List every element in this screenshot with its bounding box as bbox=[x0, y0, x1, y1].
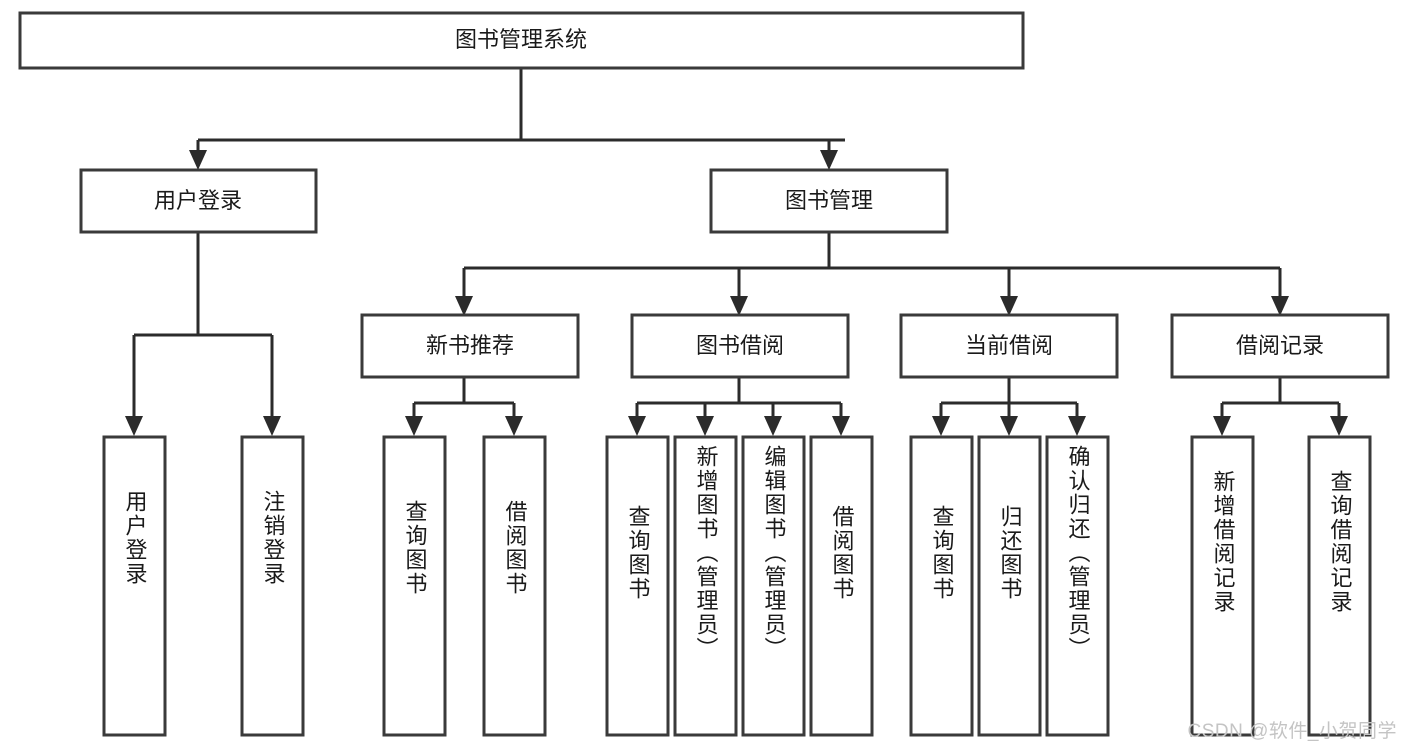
arrow-cb-leaf-2 bbox=[1000, 416, 1018, 436]
arrow-bb-leaf-1 bbox=[628, 416, 646, 436]
arrow-br-leaf-1 bbox=[1213, 416, 1231, 436]
csdn-watermark: CSDN @软件_小贺同学 bbox=[1187, 721, 1397, 742]
node-borrow-record[interactable] bbox=[1170, 313, 1390, 379]
leaf-bb-query-book[interactable] bbox=[605, 435, 670, 737]
leaf-cb-return-book[interactable] bbox=[977, 435, 1042, 737]
leaf-nb-query-book[interactable] bbox=[382, 435, 447, 737]
connector-book-manage-to-level3 bbox=[455, 232, 1289, 316]
leaf-bb-borrow-book[interactable] bbox=[809, 435, 874, 737]
arrow-to-borrow-record bbox=[1271, 296, 1289, 316]
arrow-to-current-borrow bbox=[1000, 296, 1018, 316]
leaf-user-login[interactable] bbox=[102, 435, 167, 737]
leaf-cb-confirm-return[interactable] bbox=[1045, 435, 1110, 737]
leaf-logout[interactable] bbox=[240, 435, 305, 737]
node-new-book-recommend-label: 新书推荐 bbox=[426, 333, 514, 358]
node-root-book-management-system[interactable] bbox=[18, 11, 1025, 70]
arrow-br-leaf-2 bbox=[1330, 416, 1348, 436]
arrow-cb-leaf-1 bbox=[932, 416, 950, 436]
node-book-borrow-label: 图书借阅 bbox=[696, 333, 784, 358]
leaf-bb-edit-book[interactable] bbox=[741, 435, 806, 737]
node-book-management[interactable] bbox=[709, 168, 949, 234]
leaf-br-query-record[interactable] bbox=[1307, 435, 1372, 737]
leaf-cb-query-book[interactable] bbox=[909, 435, 974, 737]
arrow-to-leaf-user-login bbox=[125, 416, 143, 436]
arrow-bb-leaf-4 bbox=[832, 416, 850, 436]
connector-new-book-to-leaves bbox=[405, 377, 523, 436]
arrow-to-user-login bbox=[189, 150, 207, 170]
node-root-label: 图书管理系统 bbox=[455, 27, 587, 52]
arrow-to-new-book bbox=[455, 296, 473, 316]
node-book-borrow[interactable] bbox=[630, 313, 850, 379]
arrow-to-book-borrow bbox=[730, 296, 748, 316]
leaf-bb-add-book[interactable] bbox=[673, 435, 738, 737]
node-borrow-record-label: 借阅记录 bbox=[1236, 333, 1324, 358]
connector-root-to-level2 bbox=[189, 68, 845, 170]
arrow-bb-leaf-2 bbox=[696, 416, 714, 436]
connector-borrow-record-to-leaves bbox=[1213, 377, 1348, 436]
arrow-to-book-manage bbox=[820, 150, 838, 170]
node-user-login-label: 用户登录 bbox=[154, 188, 242, 213]
node-user-login[interactable] bbox=[79, 168, 318, 234]
node-new-book-recommend[interactable] bbox=[360, 313, 580, 379]
connector-user-login-to-leaves bbox=[125, 232, 281, 436]
node-current-borrow-label: 当前借阅 bbox=[965, 333, 1053, 358]
node-book-management-label: 图书管理 bbox=[785, 188, 873, 213]
arrow-bb-leaf-3 bbox=[764, 416, 782, 436]
node-current-borrow[interactable] bbox=[899, 313, 1119, 379]
arrow-nb-leaf-2 bbox=[505, 416, 523, 436]
arrow-cb-leaf-3 bbox=[1068, 416, 1086, 436]
connector-current-borrow-to-leaves bbox=[932, 377, 1086, 436]
leaf-br-add-record[interactable] bbox=[1190, 435, 1255, 737]
arrow-nb-leaf-1 bbox=[405, 416, 423, 436]
connector-book-borrow-to-leaves bbox=[628, 377, 850, 436]
leaf-nb-borrow-book[interactable] bbox=[482, 435, 547, 737]
arrow-to-leaf-logout bbox=[263, 416, 281, 436]
